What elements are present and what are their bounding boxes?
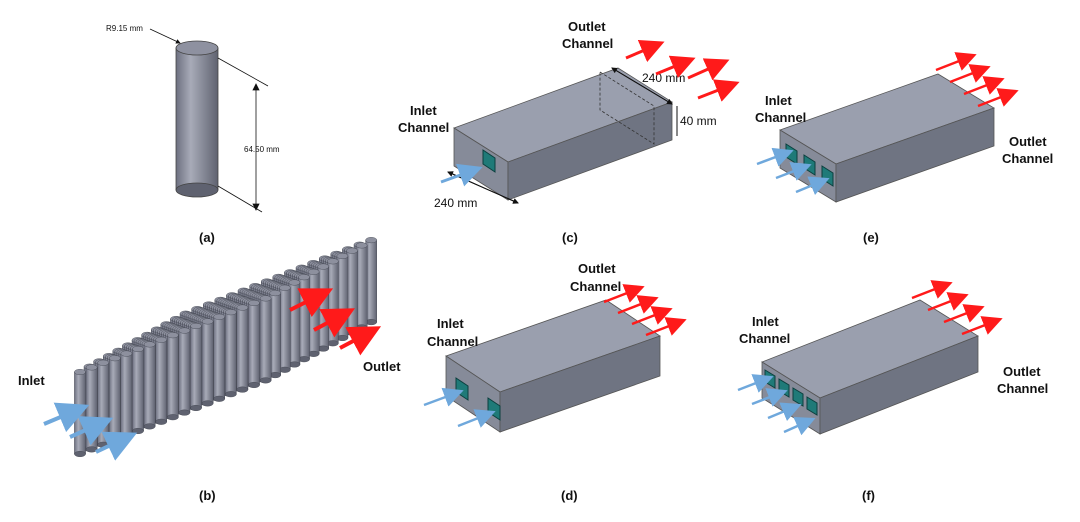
outlet-label-line2: Channel [570, 279, 621, 294]
outlet-arrows [603, 284, 687, 337]
array-cylinder [155, 336, 168, 425]
array-cylinder [190, 323, 202, 412]
inlet-label-line2: Channel [755, 110, 806, 125]
battery-box [453, 67, 673, 201]
battery-box [445, 299, 661, 433]
caption-b: (b) [199, 488, 216, 503]
panel-e: Inlet Channel Outlet Channel (e) [755, 52, 1053, 245]
battery-box [761, 299, 979, 435]
inlet-label-line1: Inlet [765, 93, 792, 108]
array-cylinder [108, 355, 121, 444]
array-cylinder [166, 332, 179, 421]
array-cylinder [120, 350, 133, 439]
inlet-label-line2: Channel [427, 334, 478, 349]
inlet-arrows [756, 147, 830, 195]
radius-leader [149, 28, 181, 44]
radius-dimension: R9.15 mm [106, 24, 143, 33]
array-cylinder [236, 304, 249, 393]
outlet-arrows [289, 288, 382, 356]
battery-box [779, 73, 995, 203]
inlet-arrows [440, 163, 483, 187]
height-dimension: 40 mm [680, 114, 717, 128]
panel-d: Inlet Channel Outlet Channel (d) [423, 261, 687, 503]
outlet-label-line1: Outlet [578, 261, 616, 276]
array-cylinder [269, 290, 282, 379]
height-dimension: 64.50 mm [244, 145, 280, 154]
array-cylinder [259, 295, 272, 384]
array-cylinder [355, 242, 368, 331]
outlet-label-line1: Outlet [1003, 364, 1041, 379]
length-dimension: 240 mm [642, 71, 685, 85]
inlet-label: Inlet [18, 373, 45, 388]
height-dimension-lines [217, 57, 269, 213]
outlet-label-line2: Channel [562, 36, 613, 51]
panel-b: Inlet Outlet (b) [18, 237, 401, 503]
outlet-label-line2: Channel [997, 381, 1048, 396]
array-cylinder [97, 359, 109, 448]
inlet-label-line1: Inlet [752, 314, 779, 329]
caption-f: (f) [862, 488, 875, 503]
outlet-label-line1: Outlet [568, 19, 606, 34]
panel-f: Inlet Channel Outlet Channel (f) [737, 280, 1048, 503]
array-cylinder [201, 318, 214, 407]
caption-a: (a) [199, 230, 215, 245]
outlet-label-line1: Outlet [1009, 134, 1047, 149]
inlet-arrows [737, 374, 816, 436]
array-cylinder [74, 369, 86, 458]
inlet-arrows [423, 387, 496, 428]
array-cylinder [248, 300, 260, 389]
cylinder-array [74, 237, 378, 458]
array-cylinder [178, 327, 191, 416]
outlet-dashed-outline [599, 71, 655, 145]
panel-a: R9.15 mm 64.50 mm (a) [106, 24, 280, 245]
array-cylinder [365, 237, 378, 326]
array-cylinder [224, 309, 237, 398]
inlet-label-line1: Inlet [410, 103, 437, 118]
panel-c: Inlet Channel Outlet Channel 240 mm 240 … [398, 19, 740, 245]
caption-e: (e) [863, 230, 879, 245]
outlet-label: Outlet [363, 359, 401, 374]
array-cylinder [132, 346, 144, 435]
inlet-arrows [43, 402, 138, 461]
outlet-label-line2: Channel [1002, 151, 1053, 166]
outlet-arrows [911, 280, 1003, 336]
inlet-label-line2: Channel [398, 120, 449, 135]
inlet-label-line1: Inlet [437, 316, 464, 331]
caption-d: (d) [561, 488, 578, 503]
caption-c: (c) [562, 230, 578, 245]
array-cylinder [213, 313, 226, 402]
array-cylinder [85, 364, 98, 453]
outlet-arrows [625, 39, 740, 102]
cylinder-cell [175, 40, 219, 198]
width-dimension: 240 mm [434, 196, 477, 210]
array-cylinder [143, 341, 156, 430]
inlet-label-line2: Channel [739, 331, 790, 346]
outlet-arrows [935, 52, 1019, 108]
inlet-channel-port [482, 149, 496, 173]
